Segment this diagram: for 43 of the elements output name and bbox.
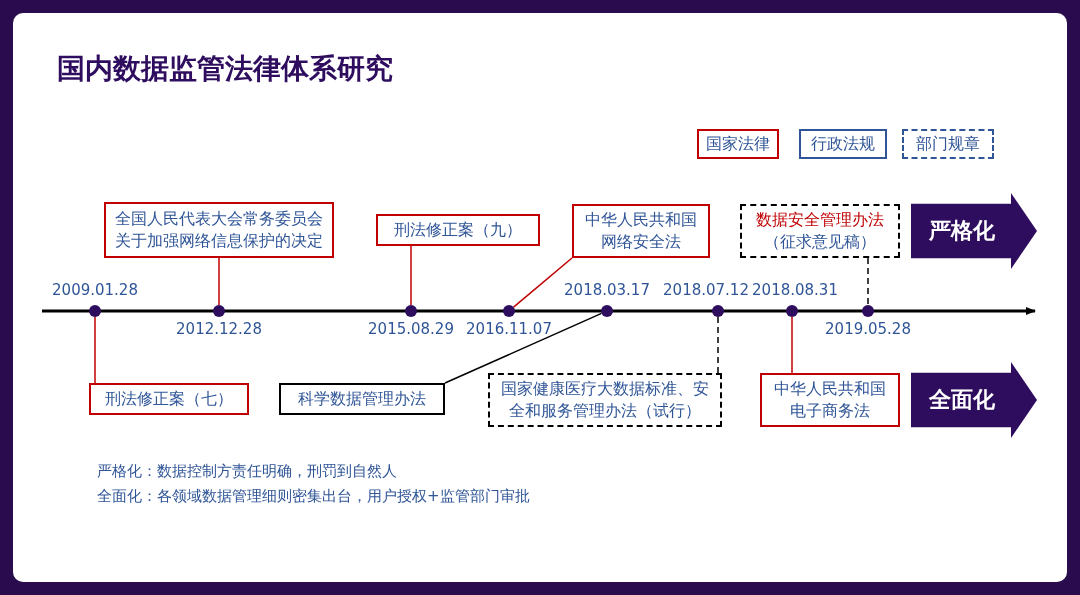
event-box <box>760 373 900 427</box>
event-label: 科学数据管理办法 <box>298 388 426 410</box>
legend-key: 部门规章 <box>902 129 994 159</box>
date-label: 2018.08.31 <box>752 281 838 299</box>
date-label: 2012.12.28 <box>176 320 262 338</box>
note-text: 严格化：数据控制方责任明确，刑罚到自然人 <box>97 462 397 481</box>
date-label: 2015.08.29 <box>368 320 454 338</box>
event-label: 中华人民共和国电子商务法 <box>773 378 887 422</box>
leader-line <box>791 316 793 374</box>
event-label: （征求意见稿） <box>764 231 876 253</box>
banner-label: 全面化 <box>929 386 995 414</box>
leader-line <box>444 312 603 384</box>
leader-line <box>94 316 96 384</box>
event-label: 刑法修正案（七） <box>105 388 233 410</box>
event-box <box>572 204 710 258</box>
event-label: 刑法修正案（九） <box>394 219 522 241</box>
leader-line <box>410 245 412 306</box>
date-label: 2019.05.28 <box>825 320 911 338</box>
leader-line <box>867 257 869 306</box>
legend-key: 行政法规 <box>799 129 887 159</box>
event-box <box>740 204 900 258</box>
banner-arrow <box>911 362 1037 438</box>
page-title: 国内数据监管法律体系研究 <box>57 51 393 87</box>
event-box <box>279 383 445 415</box>
event-label: 国家健康医疗大数据标准、安全和服务管理办法（试行） <box>500 378 710 422</box>
event-box <box>89 383 249 415</box>
leader-line <box>717 316 719 374</box>
date-label: 2009.01.28 <box>52 281 138 299</box>
banner-label: 严格化 <box>929 217 995 245</box>
leader-line <box>512 257 573 308</box>
leader-line <box>218 257 220 306</box>
date-label: 2018.07.12 <box>663 281 749 299</box>
banner-arrow <box>911 193 1037 269</box>
event-box <box>104 202 334 258</box>
event-label: 中华人民共和国网络安全法 <box>584 209 698 253</box>
date-label: 2016.11.07 <box>466 320 552 338</box>
event-label: 数据安全管理办法 <box>756 209 884 231</box>
event-box <box>376 214 540 246</box>
event-label: 全国人民代表大会常务委员会关于加强网络信息保护的决定 <box>114 208 324 252</box>
legend-key: 国家法律 <box>697 129 779 159</box>
event-box <box>488 373 722 427</box>
date-label: 2018.03.17 <box>564 281 650 299</box>
note-text: 全面化：各领域数据管理细则密集出台，用户授权+监管部门审批 <box>97 487 530 506</box>
